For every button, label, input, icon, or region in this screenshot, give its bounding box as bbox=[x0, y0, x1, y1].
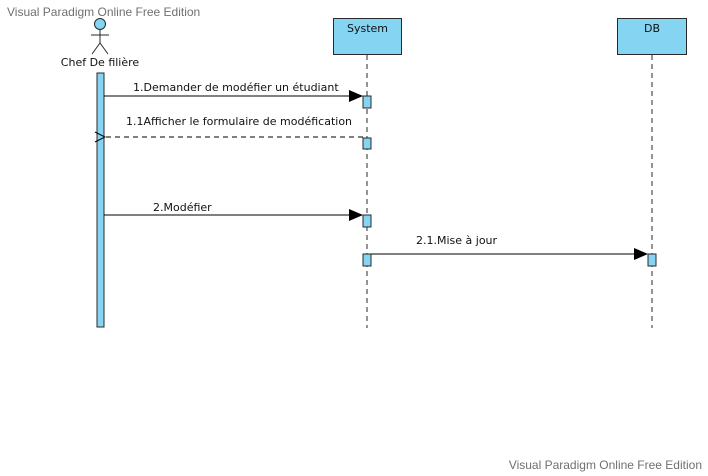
watermark-bottom: Visual Paradigm Online Free Edition bbox=[508, 458, 702, 472]
system-lifeline-head[interactable]: System bbox=[333, 18, 402, 55]
db-lifeline-head[interactable]: DB bbox=[617, 18, 687, 55]
message-1-1-label: 1.1Afficher le formulaire de modéficatio… bbox=[126, 115, 353, 128]
message-2-label: 2.Modéfier bbox=[153, 201, 212, 214]
system-activation-1 bbox=[362, 95, 372, 109]
system-activation-4 bbox=[362, 253, 372, 267]
db-activation-1 bbox=[647, 253, 657, 267]
actor-icon bbox=[91, 18, 109, 55]
message-1-label: 1.Demander de modéfier un étudiant bbox=[133, 81, 339, 94]
system-activation-3 bbox=[362, 214, 372, 228]
system-activation-2 bbox=[362, 137, 372, 150]
watermark-top: Visual Paradigm Online Free Edition bbox=[7, 5, 201, 19]
message-2-1-label: 2.1.Mise à jour bbox=[416, 234, 498, 247]
actor-activation-bar bbox=[96, 72, 105, 328]
actor-label: Chef De filière bbox=[60, 56, 140, 69]
